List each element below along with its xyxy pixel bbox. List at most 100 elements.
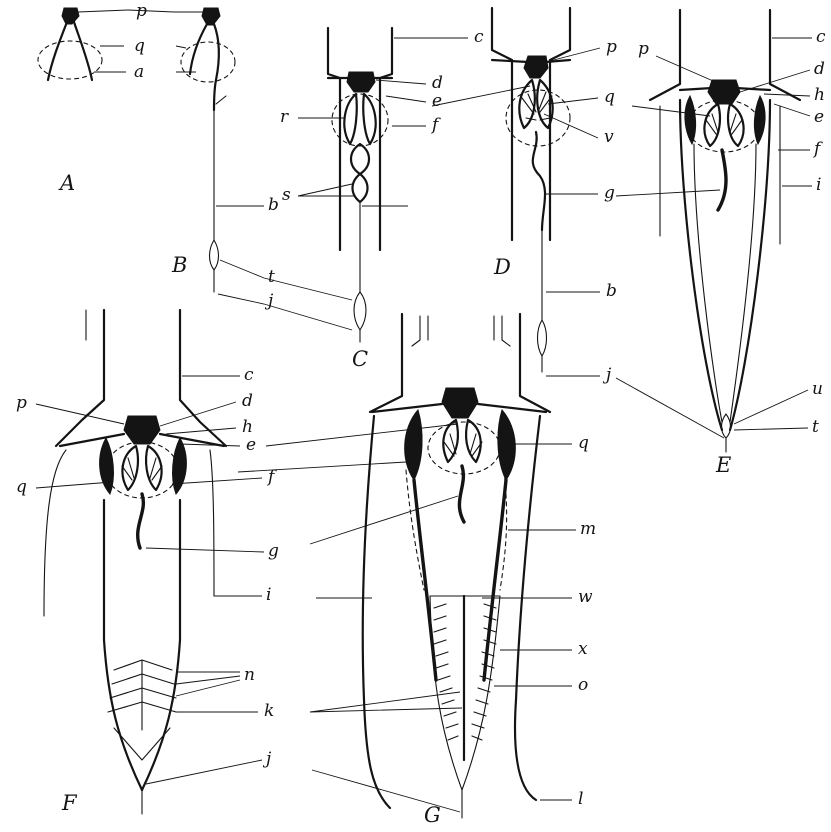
panel-e-inner-right <box>730 144 756 422</box>
label-r-c: r <box>280 107 289 127</box>
panel-g-gut <box>459 466 464 522</box>
panel-c-upper-bulb <box>351 144 369 174</box>
panel-c-right-lobe <box>363 94 375 144</box>
panel-a <box>38 8 102 80</box>
label-m-g: m <box>580 519 596 539</box>
label-c-f: c <box>244 365 254 385</box>
panel-c-left-lobe <box>344 94 356 144</box>
panel-f-left-fin <box>44 450 66 616</box>
panel-c-swelling <box>354 292 366 330</box>
label-i-e: i <box>816 175 821 195</box>
panel-b-head-mass <box>202 8 220 25</box>
panel-g-left-rim <box>412 316 428 346</box>
panel-e-inner-left <box>694 144 722 422</box>
label-p-f: p <box>16 393 27 413</box>
panel-e-right-wall <box>770 10 800 100</box>
panel-e-terminal-bulb <box>722 414 731 438</box>
panel-f-right-flank <box>173 438 187 494</box>
panel-e-left-lobe <box>704 104 719 146</box>
label-k-fg: k <box>264 701 274 721</box>
label-w-g: w <box>578 587 593 607</box>
panel-c-lower-bulb <box>353 174 368 202</box>
caption-d: D <box>493 255 511 279</box>
panel-b-left-limb <box>190 24 207 74</box>
panel-d-left-wall <box>492 8 512 240</box>
label-j-fg: j <box>262 749 272 769</box>
label-t-e: t <box>812 417 819 437</box>
panel-c <box>328 28 392 342</box>
label-l-g: l <box>578 789 583 809</box>
label-q-d: q <box>604 87 615 107</box>
label-b-b: b <box>268 195 279 215</box>
panel-f-outer-right <box>142 500 180 790</box>
panel-b-right-limb <box>214 24 219 110</box>
caption-e: E <box>715 453 731 477</box>
panel-e-right-lobe <box>728 104 743 146</box>
label-p-ab: p <box>136 1 147 21</box>
label-q-ab: q <box>134 36 145 56</box>
panel-g-right-flank <box>498 410 515 480</box>
panel-b-swelling <box>210 240 219 270</box>
label-g-d: g <box>604 183 615 203</box>
panel-d-swelling <box>538 320 547 356</box>
panel-b-vesicle <box>181 42 235 82</box>
label-c-e: c <box>816 27 826 47</box>
label-f-c: f <box>430 115 441 135</box>
panel-e-gland-strands <box>706 114 742 134</box>
panel-f-left-wall <box>56 310 104 446</box>
label-i-f: i <box>266 585 271 605</box>
label-x-g: x <box>578 639 588 659</box>
label-e-e: e <box>814 107 824 127</box>
label-c-c: c <box>474 27 484 47</box>
label-b-d: b <box>606 281 617 301</box>
panel-g-gland-strands <box>444 434 482 456</box>
panel-e <box>650 10 800 452</box>
panel-g-outer-right <box>515 416 540 800</box>
panel-d-gut <box>533 132 545 230</box>
panel-e-left-flank <box>685 96 696 144</box>
panel-g-head-mass <box>442 388 478 418</box>
panel-b-side-branch <box>216 96 226 104</box>
label-u-e: u <box>812 379 823 399</box>
panel-g-right-rim <box>494 316 510 346</box>
label-t-bc: t <box>268 267 275 287</box>
label-p-e: p <box>638 39 649 59</box>
label-s-c: s <box>282 185 291 205</box>
panel-a-left-limb <box>48 22 67 80</box>
label-d-f: d <box>242 391 253 411</box>
label-v-d: v <box>604 127 614 147</box>
panel-c-left-wall <box>328 28 340 250</box>
panel-c-head-mass <box>347 72 375 92</box>
panel-a-right-limb <box>74 22 92 80</box>
caption-b: B <box>171 253 187 277</box>
panel-c-right-wall <box>380 28 392 250</box>
panel-d-head-mass <box>524 56 548 78</box>
label-q-g: q <box>578 433 589 453</box>
label-a-ab: a <box>134 62 144 82</box>
label-n-f: n <box>244 665 255 685</box>
label-h-f: h <box>242 417 253 437</box>
panel-f-vesicle <box>106 442 178 498</box>
label-p-d: p <box>606 37 617 57</box>
panel-e-gut <box>718 150 726 210</box>
panel-e-left-wall <box>650 10 680 100</box>
panel-g-left-flank <box>405 410 422 480</box>
panel-e-right-flank <box>754 96 765 144</box>
panel-e-vesicle <box>688 100 760 152</box>
panel-f-myotomes <box>108 660 176 760</box>
panel-f-left-lobe <box>122 446 137 490</box>
panel-a-vesicle <box>38 41 102 79</box>
panel-f-right-lobe <box>146 446 161 490</box>
label-q-f: q <box>16 477 27 497</box>
panel-f-gut <box>138 494 144 548</box>
label-o-g: o <box>578 675 588 695</box>
label-f-e: f <box>812 139 823 159</box>
label-d-e: d <box>814 59 825 79</box>
panel-f <box>44 310 226 814</box>
panel-b <box>181 8 235 292</box>
panel-g-left-wall <box>370 314 402 412</box>
label-h-e: h <box>814 85 825 105</box>
panel-g <box>363 314 550 818</box>
label-e-f: e <box>246 435 256 455</box>
